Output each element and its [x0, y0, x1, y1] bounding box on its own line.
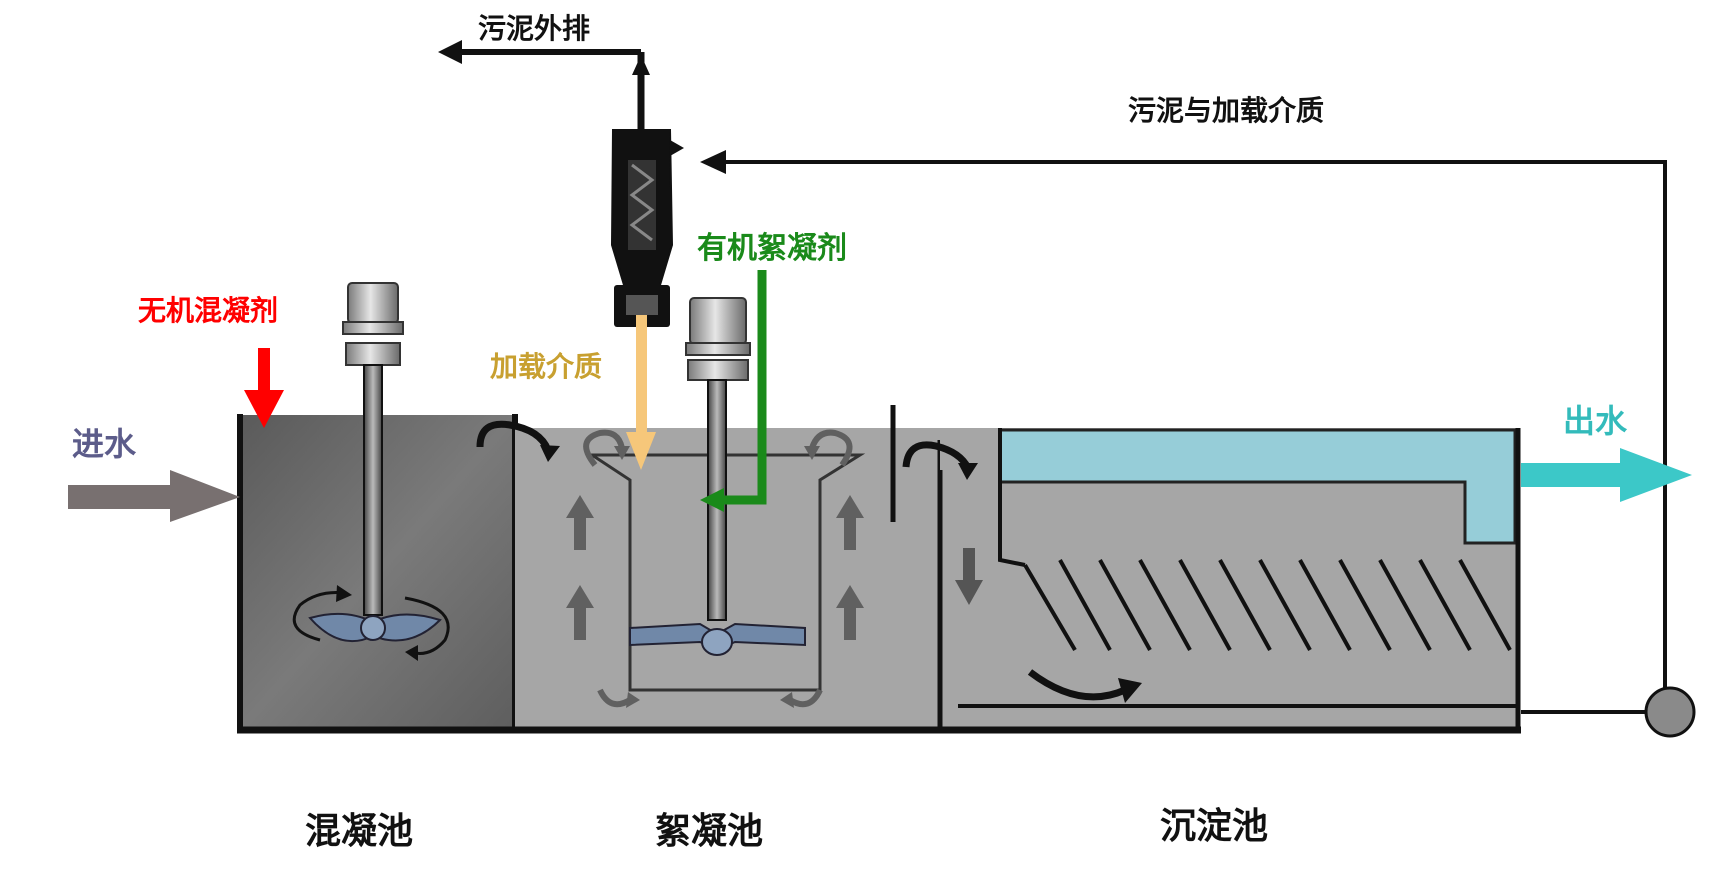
- sludge-flow-arrow-icon: [1027, 669, 1127, 701]
- sedimentation-inner-wall: [998, 428, 1026, 567]
- loading-media-arrow-icon: [626, 315, 656, 470]
- sedimentation-tank: [937, 428, 1521, 730]
- up-flow-arrows: [566, 495, 864, 640]
- sludge-discharge-label: 污泥外排: [478, 12, 590, 45]
- recycle-arrow-icon: [700, 150, 726, 174]
- sludge-discharge-arrow-icon: [438, 40, 462, 64]
- inlet-label: 进水: [72, 425, 137, 463]
- sedimentation-tank-label: 沉淀池: [1160, 805, 1268, 847]
- inorganic-coagulant-label: 无机混凝剂: [138, 294, 278, 327]
- rotation-arrow-left-icon: [292, 591, 346, 642]
- recycle-line: [700, 150, 1696, 738]
- coagulation-tank-label: 混凝池: [305, 810, 413, 852]
- recycle-pipe: [712, 160, 1667, 714]
- flow-arrows: [68, 270, 1692, 708]
- organic-flocculant-label: 有机絮凝剂: [697, 231, 847, 266]
- overflow-arrow-icon: [476, 420, 552, 452]
- inorganic-coagulant-arrow-icon: [244, 348, 284, 428]
- sludge-and-media-label: 污泥与加载介质: [1128, 94, 1324, 127]
- rotation-arrow-right-icon: [404, 596, 450, 655]
- mixer-shaft: [363, 364, 383, 616]
- mixer-motor: [347, 282, 399, 324]
- cyclone-up-arrow-icon: [632, 55, 650, 75]
- outlet-arrow-icon: [1521, 448, 1692, 502]
- flocculation-tank-label: 絮凝池: [655, 810, 763, 852]
- organic-flocculant-line: [722, 270, 767, 505]
- overflow-arrow-icon: [902, 441, 972, 470]
- down-flow-arrow-icon: [955, 548, 983, 605]
- flocculation-tank-water: [515, 428, 940, 729]
- circulation-arrows: [583, 429, 853, 708]
- inlet-arrow-icon: [68, 470, 240, 522]
- organic-flocculant-arrow-icon: [700, 488, 724, 512]
- coagulation-mixer: [292, 282, 450, 661]
- mixer-motor: [689, 297, 747, 345]
- hydrocyclone: [438, 40, 684, 327]
- outlet-label: 出水: [1563, 402, 1628, 440]
- flocculation-tank: [515, 405, 943, 730]
- recycle-pump: [1644, 686, 1696, 738]
- loading-media-label: 加载介质: [490, 350, 602, 383]
- inclined-plate-settler: [1023, 559, 1512, 652]
